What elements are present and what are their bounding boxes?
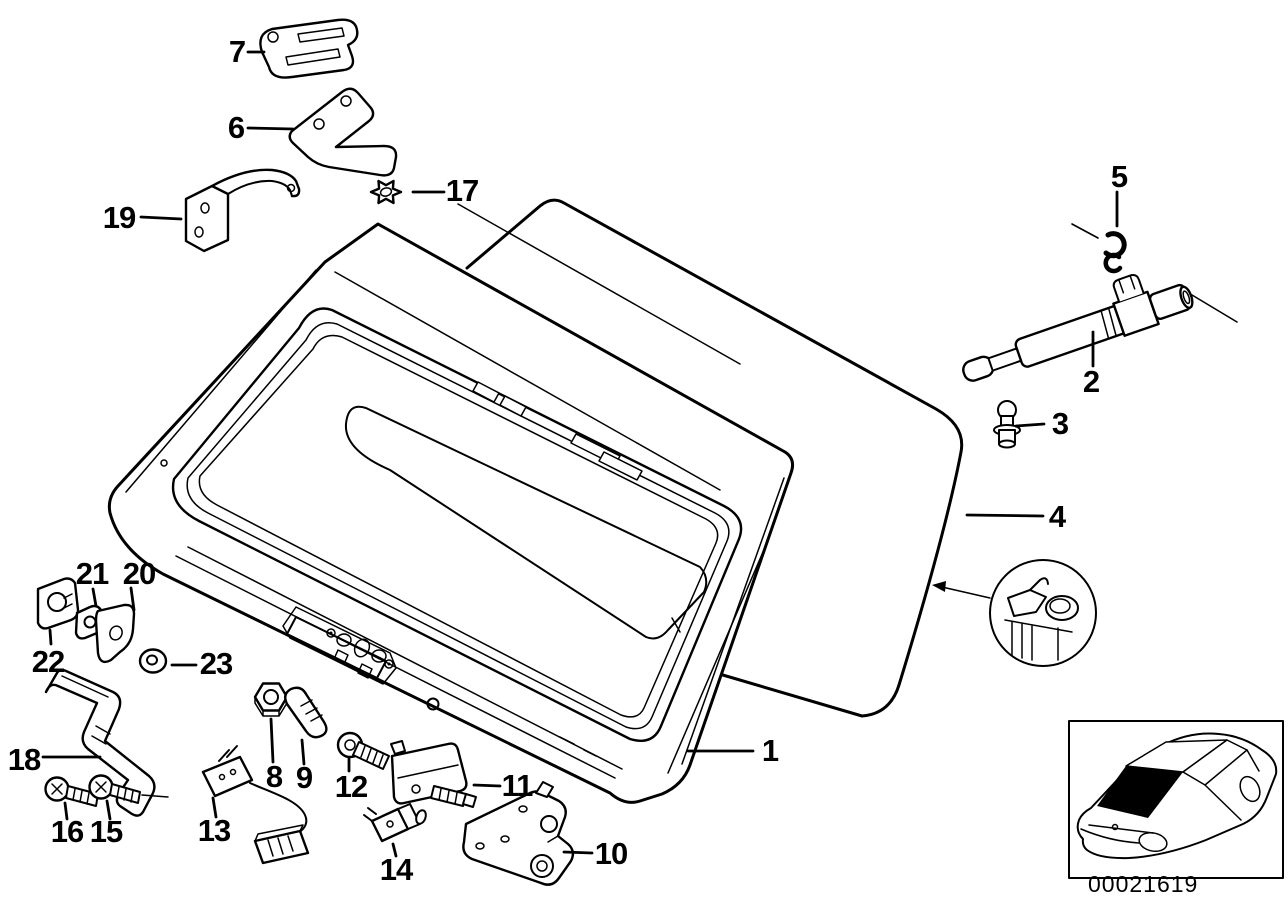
leader-13: [211, 796, 218, 819]
callout-19[interactable]: 19: [102, 200, 136, 235]
pointer-line-socket: [1191, 294, 1238, 323]
part-9-expanding-rivet: [284, 686, 328, 739]
callout-8[interactable]: 8: [265, 759, 283, 794]
callout-7[interactable]: 7: [228, 34, 246, 69]
part-2-gas-strut: [962, 274, 1194, 382]
callout-16[interactable]: 16: [50, 814, 84, 849]
rear-window-highlight: [1097, 766, 1183, 818]
part-18-bracket: [44, 668, 156, 817]
magnifier-arrowhead: [932, 581, 946, 592]
leader-16: [63, 801, 69, 821]
leader-4: [965, 513, 1045, 518]
leader-9: [300, 738, 306, 766]
callout-23[interactable]: 23: [199, 646, 233, 681]
leader-19: [139, 215, 183, 221]
leader-21: [91, 587, 98, 608]
part-16-screw: [44, 776, 99, 807]
part-11-lock-actuator: [390, 740, 477, 808]
callout-9[interactable]: 9: [295, 760, 313, 795]
lock-mounting-plate: [282, 606, 397, 685]
callout-12[interactable]: 12: [334, 769, 368, 804]
part-6-bracket: [288, 87, 398, 177]
callout-13[interactable]: 13: [197, 813, 231, 848]
callout-18[interactable]: 18: [7, 742, 41, 777]
part-3-ball-stud: [993, 400, 1021, 449]
leader-8: [269, 717, 275, 764]
callout-15[interactable]: 15: [89, 814, 123, 849]
part-4-rear-window-glass: [457, 198, 964, 718]
callout-6[interactable]: 6: [227, 110, 245, 145]
callout-22[interactable]: 22: [31, 644, 65, 679]
part-1-tailgate: [107, 222, 794, 804]
callout-11[interactable]: 11: [501, 768, 534, 803]
part-13-switch: [201, 745, 310, 865]
part-12-screw: [336, 731, 390, 770]
callout-3[interactable]: 3: [1051, 406, 1069, 441]
leader-14: [391, 842, 398, 858]
callout-21[interactable]: 21: [75, 556, 109, 591]
callout-17[interactable]: 17: [445, 173, 479, 208]
part-7-plate: [259, 18, 359, 79]
part-5-clip: [1103, 231, 1127, 274]
callout-4[interactable]: 4: [1048, 499, 1066, 534]
part-10-latch-plate: [462, 781, 575, 886]
callout-5[interactable]: 5: [1110, 159, 1128, 194]
part-14-sensor: [363, 803, 427, 843]
image-id: 00021619: [1088, 871, 1199, 897]
callout-2[interactable]: 2: [1082, 364, 1100, 399]
leader-15: [105, 799, 112, 821]
part-17-spring-nut: [369, 179, 403, 205]
callout-1[interactable]: 1: [761, 733, 779, 768]
leader-3: [1014, 422, 1046, 428]
callout-20[interactable]: 20: [122, 556, 156, 591]
part-8-nut: [253, 682, 289, 717]
leader-10: [562, 850, 594, 855]
seal-detail-magnifier: [932, 559, 1097, 667]
part-20-bracket: [94, 603, 136, 664]
pointer-line-clip: [1071, 223, 1099, 239]
leader-20: [129, 586, 136, 612]
part-23-washer: [138, 648, 168, 674]
leader-11: [472, 783, 502, 788]
part-15-screw: [88, 774, 169, 804]
part-19-bracket: [184, 168, 301, 253]
part-22-cage-nut: [36, 577, 80, 630]
leader-6: [246, 126, 295, 131]
callout-10[interactable]: 10: [594, 836, 628, 871]
leader-lines: [41, 50, 1238, 858]
leader-22: [48, 628, 53, 646]
callout-14[interactable]: 14: [379, 852, 413, 887]
car-location-inset: [1068, 720, 1284, 879]
